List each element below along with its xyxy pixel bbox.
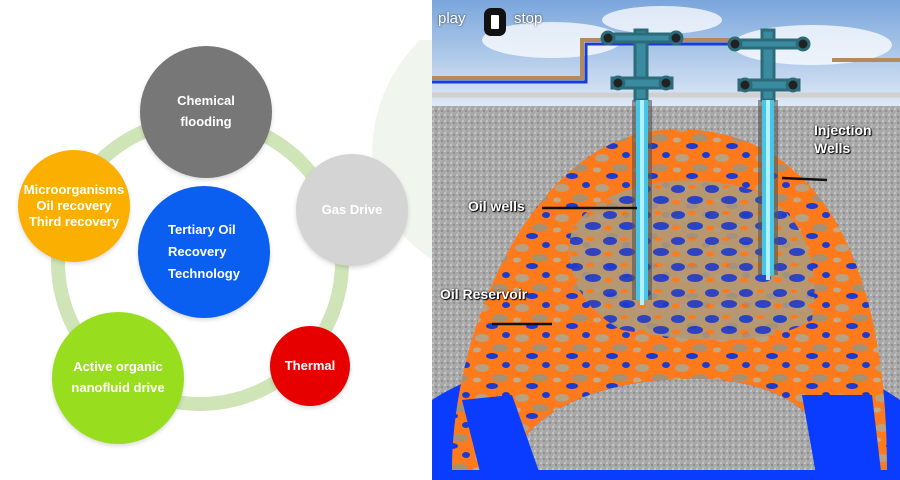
injection-wells-pointer <box>781 176 828 182</box>
label-oil-reservoir: Oil Reservoir <box>440 286 528 302</box>
stop-button[interactable] <box>484 8 506 36</box>
node-chemical-flooding: Chemical flooding <box>140 46 272 178</box>
injection-well-casing <box>758 100 778 280</box>
wellhead-injection <box>727 28 811 102</box>
stop-icon <box>491 15 499 29</box>
node-microorganisms: Microorganisms Oil recovery Third recove… <box>18 150 130 262</box>
recovery-cycle-diagram: Chemical flooding Gas Drive Thermal Acti… <box>0 0 432 480</box>
label-injection-wells: Injection Wells <box>814 122 872 156</box>
oil-recovery-animation: play stop Injection Wells Oil wells Oil … <box>432 0 900 480</box>
node-center-tertiary-recovery: Tertiary Oil Recovery Technology <box>138 186 270 318</box>
node-active-organic: Active organic nanofluid drive <box>52 312 184 444</box>
stop-label[interactable]: stop <box>514 10 543 27</box>
oil-well-casing <box>632 100 652 305</box>
play-button[interactable]: play <box>438 10 466 27</box>
node-thermal: Thermal <box>270 326 350 406</box>
label-oil-wells: Oil wells <box>468 198 525 214</box>
node-gas-drive: Gas Drive <box>296 154 408 266</box>
